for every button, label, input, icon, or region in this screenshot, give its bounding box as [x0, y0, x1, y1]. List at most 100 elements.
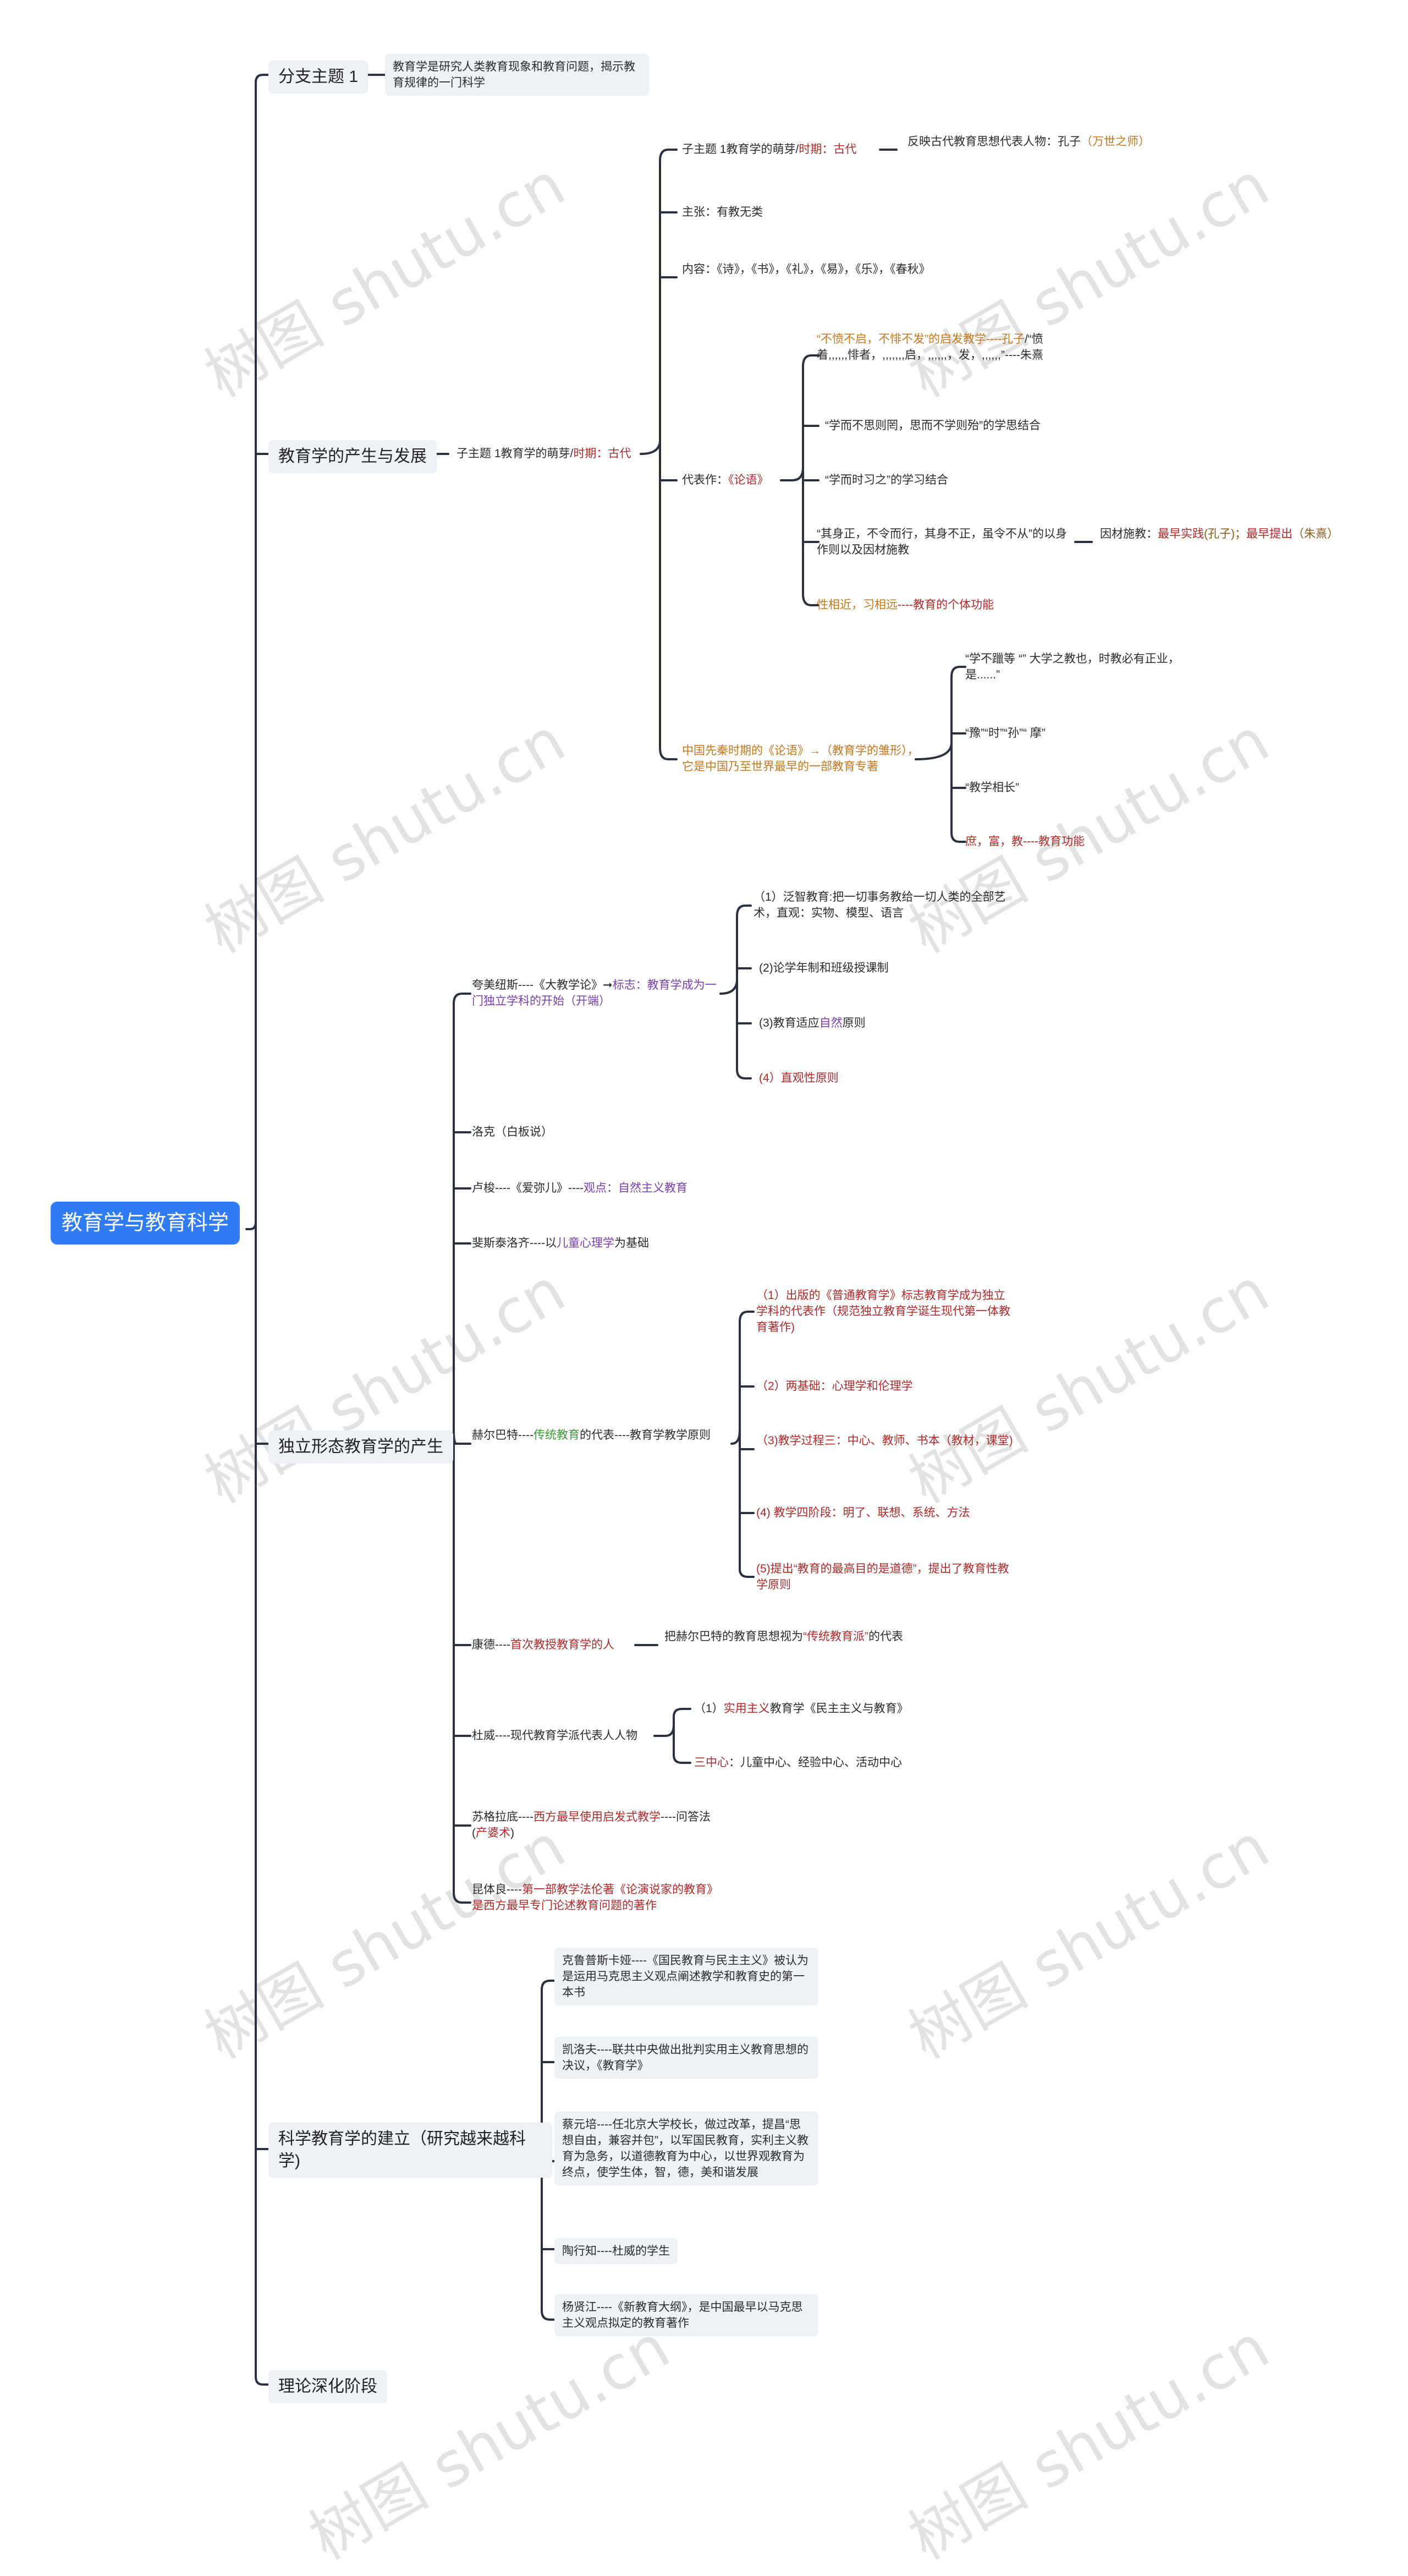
branch-5-title[interactable]: 理论深化阶段: [268, 2370, 387, 2403]
quote-heuristic[interactable]: “不愤不启，不悱不发”的启发教学----孔子/“愤着,,,,,,悱者，,,,,,…: [817, 331, 1064, 363]
kant-detail-c: 的代表: [868, 1630, 903, 1643]
dewey-point-2-b: ：儿童中心、经验中心、活动中心: [729, 1756, 902, 1769]
socrates-b: 西方最早使用启发式教学: [533, 1811, 661, 1823]
nature-quote: 性相近，习相远: [817, 599, 898, 611]
comenius-point-3[interactable]: (3)教育适应自然原则: [759, 1015, 866, 1031]
herbart-b: 传统教育: [533, 1429, 580, 1442]
node-dewey[interactable]: 杜威----现代教育学派代表人人物: [472, 1729, 637, 1742]
scientific-node-5[interactable]: 杨贤江----《新教育大纲》，是中国最早以马克思主义观点拟定的教育著作: [554, 2294, 818, 2336]
node-pestalozzi[interactable]: 斐斯泰洛齐----以儿童心理学为基础: [472, 1235, 649, 1251]
kant-b: 首次教授教育学的人: [510, 1638, 614, 1651]
dewey-point-2[interactable]: 三中心：儿童中心、经验中心、活动中心: [694, 1755, 902, 1771]
connector-lines: [245, 74, 1093, 2386]
sprout-period: 时期：古代: [799, 143, 857, 156]
sub-topic-1[interactable]: 子主题 1教育学的萌芽/时期：古代: [457, 446, 631, 462]
masterpiece-title: 《论语》: [728, 474, 769, 486]
herbart-c: 的代表----教育学教学原则: [579, 1429, 711, 1442]
dewey-point-2-a: 三中心: [694, 1756, 729, 1769]
masterpiece-label: 代表作：: [682, 474, 728, 486]
branch-4-title[interactable]: 科学教育学的建立（研究越来越科学): [268, 2123, 552, 2178]
sub-topic-label: 子主题 1教育学的萌芽/: [457, 447, 574, 460]
quote-practice[interactable]: “学而时习之”的学习结合: [825, 474, 948, 486]
sprout-label: 子主题 1教育学的萌芽/: [682, 143, 799, 156]
comenius-point-2[interactable]: (2)论学年制和班级授课制: [759, 962, 889, 974]
pre-qin-point-2[interactable]: “豫”“时”“孙”“ 摩”: [965, 727, 1046, 739]
node-socrates[interactable]: 苏格拉底----西方最早使用启发式教学----问答法(产婆术): [472, 1809, 719, 1841]
scientific-node-1[interactable]: 克鲁普斯卡娅----《国民教育与民主主义》被认为是运用马克思主义观点阐述教学和教…: [554, 1948, 818, 2005]
node-kant[interactable]: 康德----首次教授教育学的人: [472, 1637, 614, 1653]
kant-a: 康德----: [472, 1638, 510, 1651]
node-locke[interactable]: 洛克（白板说）: [472, 1126, 553, 1138]
quote-nature[interactable]: 性相近，习相远----教育的个体功能: [817, 597, 994, 613]
herbart-point-2[interactable]: （2）两基础：心理学和伦理学: [756, 1380, 913, 1393]
dewey-point-1[interactable]: （1）实用主义教育学《民主主义与教育》: [694, 1701, 909, 1717]
pre-qin-point-3[interactable]: “教学相长”: [965, 781, 1019, 794]
socrates-a: 苏格拉底----: [472, 1811, 534, 1823]
scientific-node-2[interactable]: 凯洛夫----联共中央做出批判实用主义教育思想的决议，《教育学》: [554, 2037, 818, 2079]
herbart-point-1[interactable]: （1）出版的《普通教育学》标志教育学成为独立学科的代表作（规范独立教育学诞生现代…: [756, 1289, 1010, 1334]
pestalozzi-c: 为基础: [614, 1237, 649, 1249]
kant-detail[interactable]: 把赫尔巴特的教育思想视为“传统教育派”的代表: [664, 1629, 923, 1645]
herbart-point-3[interactable]: （3)教学过程三：中心、教师、书本（教材，课堂): [756, 1434, 1013, 1447]
socrates-d: 产婆术: [476, 1827, 510, 1839]
comenius-point-4[interactable]: (4）直观性原则: [759, 1072, 839, 1084]
branch-2-title[interactable]: 教育学的产生与发展: [268, 440, 437, 473]
dewey-point-1-c: 教育学《民主主义与教育》: [769, 1702, 909, 1715]
pre-qin-point-4-b: ----教育功能: [1023, 835, 1085, 848]
comenius-point-1[interactable]: （1）泛智教育:把一切事务教给一切人类的全部艺术，直观：实物、模型、语言: [754, 891, 1006, 919]
pre-qin-point-4[interactable]: 庶，富，教----教育功能: [965, 834, 1085, 849]
kant-detail-a: 把赫尔巴特的教育思想视为: [664, 1630, 803, 1643]
period-label: 时期：古代: [573, 447, 631, 460]
rep-label: 反映古代教育思想代表人物：孔子: [908, 135, 1081, 148]
quintilian-b: 第一部教学法伦著《论演说家的教育》是西方最早专门论述教育问题的著作: [472, 1883, 718, 1912]
quote-example[interactable]: “其身正，不令而行，其身不正，虽令不从”的以身作则以及因材施教: [817, 528, 1067, 556]
pre-qin-point-1[interactable]: “学不躐等 “” 大学之教也，时教必有正业，是......”: [965, 653, 1180, 681]
herbart-a: 赫尔巴特----: [472, 1429, 534, 1442]
rep-title: （万世之师）: [1081, 135, 1150, 148]
aptitude-earliest-proposed: 最早提出: [1246, 528, 1292, 540]
node-sprout[interactable]: 子主题 1教育学的萌芽/时期：古代: [682, 141, 856, 157]
dewey-point-1-a: （1）: [694, 1702, 724, 1715]
node-rousseau[interactable]: 卢梭----《爱弥儿》----观点：自然主义教育: [472, 1180, 688, 1196]
branch-3-title[interactable]: 独立形态教育学的产生: [268, 1430, 453, 1464]
comenius-mark: 标志：教育学成为一门独立学科的开始（开端）: [472, 979, 717, 1007]
node-comenius[interactable]: 夸美纽斯----《大教学论》➞标志：教育学成为一门独立学科的开始（开端）: [472, 977, 719, 1009]
node-proposition[interactable]: 主张：有教无类: [682, 206, 763, 218]
socrates-c: ----问答法(: [472, 1811, 711, 1839]
node-teaching-aptitude[interactable]: 因材施教：最早实践(孔子)；最早提出（朱熹）: [1100, 526, 1353, 542]
herbart-point-4[interactable]: (4) 教学四阶段：明了、联想、系统、方法: [756, 1506, 970, 1519]
comenius-point-3-b: 自然: [819, 1017, 843, 1029]
scientific-node-3[interactable]: 蔡元培----任北京大学校长，做过改革，提昌“思想自由，兼容并包”，以军国民教育…: [554, 2112, 818, 2185]
nature-function: ----教育的个体功能: [898, 599, 994, 611]
quote-heuristic-a: “不愤不启，不悱不发”的启发教学----孔子: [817, 333, 1025, 346]
quote-heuristic-b: /“愤着,,,,,,悱者，,,,,,,,启，,,,,,,，发，,,,,,,”--…: [817, 333, 1043, 361]
pre-qin-point-4-a: 庶，富，教: [965, 835, 1023, 848]
aptitude-practice-person: (孔子)；: [1204, 528, 1246, 540]
pestalozzi-b: 儿童心理学: [556, 1237, 614, 1249]
socrates-e: ): [510, 1827, 514, 1839]
dewey-point-1-b: 实用主义: [723, 1702, 770, 1715]
node-content[interactable]: 内容：《诗》，《书》，《礼》，《易》，《乐》，《春秋》: [682, 263, 931, 276]
herbart-point-5[interactable]: (5)提出“教育的最高目的是道德”，提出了教育性教学原则: [756, 1563, 1009, 1591]
quote-think[interactable]: “学而不思则罔，思而不学则殆”的学思结合: [825, 419, 1041, 432]
comenius-point-3-c: 原则: [842, 1017, 866, 1029]
rousseau-label: 卢梭----《爱弥儿》----: [472, 1182, 584, 1194]
node-representative[interactable]: 反映古代教育思想代表人物：孔子（万世之师）: [908, 134, 1166, 150]
comenius-point-3-a: (3)教育适应: [759, 1017, 820, 1029]
root-topic[interactable]: 教育学与教育科学: [51, 1202, 240, 1245]
pestalozzi-a: 斐斯泰洛齐----以: [472, 1237, 557, 1249]
aptitude-earliest-practice: 最早实践: [1158, 528, 1204, 540]
aptitude-proposed-person: （朱熹）: [1292, 528, 1339, 540]
node-quintilian[interactable]: 昆体良----第一部教学法伦著《论演说家的教育》是西方最早专门论述教育问题的著作: [472, 1882, 725, 1914]
quintilian-a: 昆体良----: [472, 1883, 522, 1896]
node-masterpiece[interactable]: 代表作：《论语》: [682, 472, 769, 488]
branch-1-title[interactable]: 分支主题 1: [268, 61, 369, 94]
node-pre-qin[interactable]: 中国先秦时期的《论语》→（教育学的雏形），它是中国乃至世界最早的一部教育专著: [682, 744, 919, 773]
comenius-label: 夸美纽斯----《大教学论》➞: [472, 979, 613, 991]
aptitude-label: 因材施教：: [1100, 528, 1158, 540]
node-herbart[interactable]: 赫尔巴特----传统教育的代表----教育学教学原则: [472, 1427, 730, 1443]
scientific-node-4[interactable]: 陶行知----杜威的学生: [554, 2238, 678, 2264]
branch-1-desc[interactable]: 教育学是研究人类教育现象和教育问题，揭示教育规律的一门科学: [385, 54, 649, 96]
rousseau-view: 观点：自然主义教育: [583, 1182, 688, 1194]
kant-detail-b: “传统教育派”: [803, 1630, 868, 1643]
